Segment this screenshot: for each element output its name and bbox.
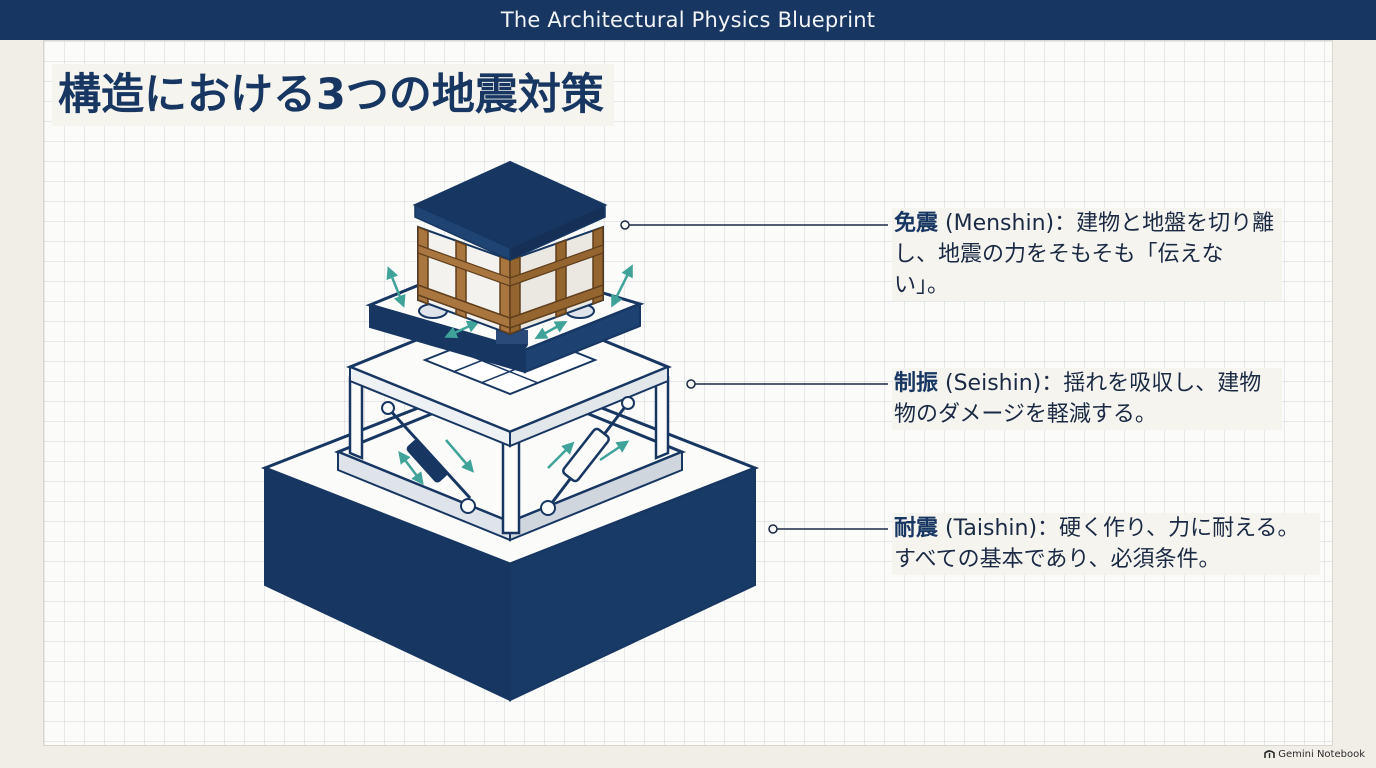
leader-line-menshin	[620, 220, 888, 230]
left-damper	[381, 401, 476, 514]
desc-menshin: (Menshin)：建物と地盤を切り離し、地震の力をそもそも「伝えない」。	[894, 211, 1275, 298]
leader-line-taishin	[768, 524, 888, 534]
notebook-icon	[1264, 750, 1276, 758]
label-taishin: 耐震 (Taishin)：硬く作り、力に耐える。すべての基本であり、必須条件。	[892, 513, 1320, 575]
branding: Gemini Notebook	[1264, 749, 1365, 760]
desc-seishin: (Seishin)：揺れを吸収し、建物物のダメージを軽減する。	[894, 371, 1262, 427]
page-title: 構造における3つの地震対策	[52, 64, 614, 126]
branding-text: Gemini Notebook	[1278, 749, 1365, 760]
term-taishin: 耐震	[894, 516, 939, 541]
desc-taishin: (Taishin)：硬く作り、力に耐える。すべての基本であり、必須条件。	[894, 516, 1300, 572]
leader-line-seishin	[686, 379, 888, 389]
right-damper	[540, 396, 635, 516]
term-seishin: 制振	[894, 371, 939, 396]
wooden-house	[412, 160, 608, 336]
label-menshin: 免震 (Menshin)：建物と地盤を切り離し、地震の力をそもそも「伝えない」。	[892, 208, 1282, 301]
term-menshin: 免震	[894, 211, 939, 236]
header-bar: The Architectural Physics Blueprint	[0, 0, 1376, 40]
label-seishin: 制振 (Seishin)：揺れを吸収し、建物物のダメージを軽減する。	[892, 368, 1282, 430]
header-title: The Architectural Physics Blueprint	[500, 8, 876, 32]
